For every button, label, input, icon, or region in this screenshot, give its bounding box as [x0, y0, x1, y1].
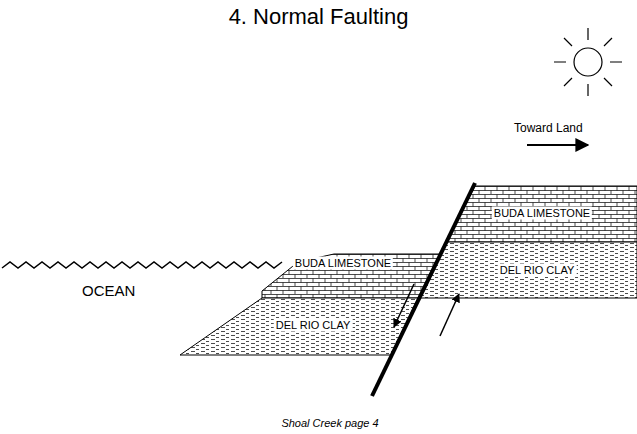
down-arrow: [394, 284, 414, 327]
layer-label: BUDA LIMESTONE: [492, 207, 592, 220]
up-arrow: [440, 294, 459, 336]
layer-label: DEL RIO CLAY: [274, 319, 353, 332]
rock-layer: DEL RIO CLAY: [180, 298, 418, 355]
direction-arrow: [527, 144, 588, 146]
caption: Shoal Creek page 4: [0, 417, 637, 429]
sun: [554, 28, 622, 96]
water-label: OCEAN: [82, 282, 135, 299]
rock-layer: BUDA LIMESTONE: [262, 254, 440, 298]
rock-layer: DEL RIO CLAY: [419, 242, 637, 298]
ocean-waves: [2, 262, 282, 268]
direction-label: Toward Land: [514, 121, 583, 135]
rock-layer: BUDA LIMESTONE: [446, 186, 637, 242]
diagram-title: 4. Normal Faulting: [0, 4, 637, 30]
fault-line: [372, 183, 475, 396]
layer-label: DEL RIO CLAY: [498, 264, 577, 277]
layer-label: BUDA LIMESTONE: [293, 257, 393, 270]
